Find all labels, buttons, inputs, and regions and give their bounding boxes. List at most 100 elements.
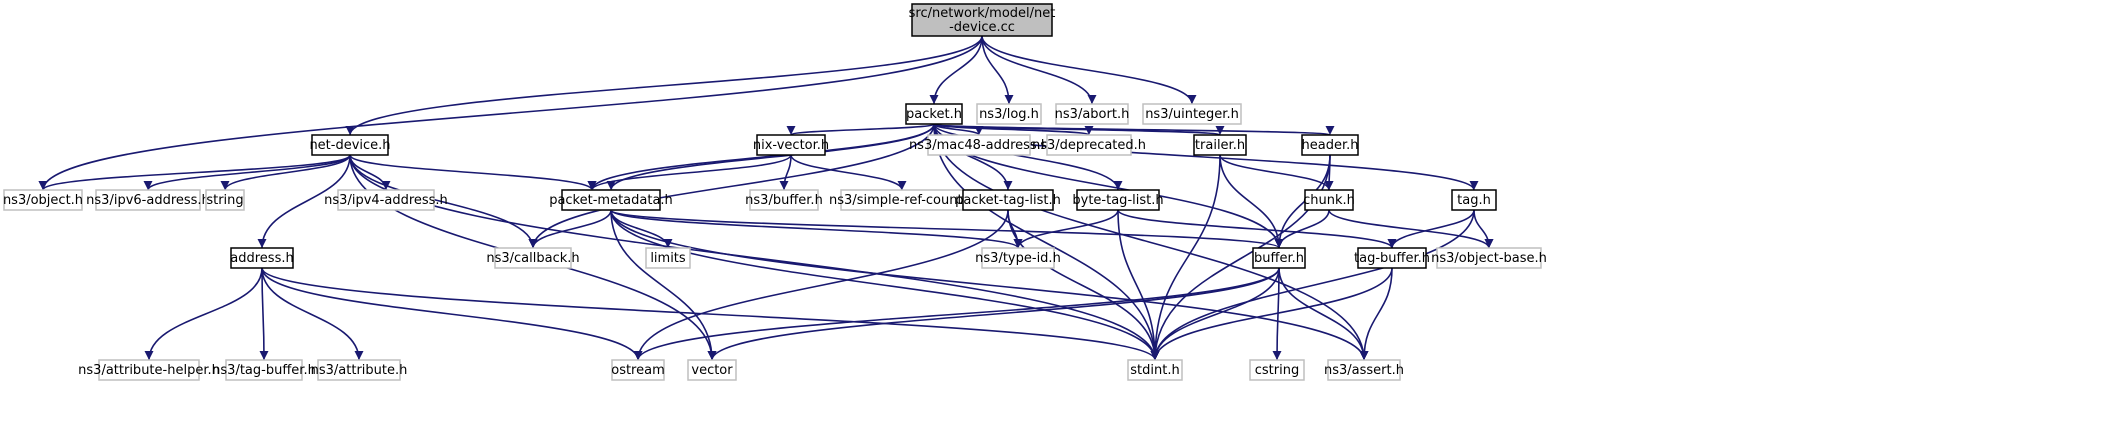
node-pkttaglist[interactable]: packet-tag-list.h [955, 189, 1061, 211]
node-abort: ns3/abort.h [1055, 103, 1129, 125]
edge-netdevice-to-callback [349, 154, 538, 249]
node-tagbuffer-label: tag-buffer.h [1354, 251, 1430, 266]
edge-bytetaglist-to-tagbuffer [1117, 209, 1397, 249]
node-header-label: header.h [1302, 138, 1359, 153]
node-root-label: src/network/model/net-device.cc [909, 6, 1056, 35]
node-log-box [976, 103, 1042, 125]
node-trailer[interactable]: trailer.h [1193, 134, 1247, 156]
node-attrhelper: ns3/attribute-helper.h [78, 359, 220, 381]
node-bufferns3: ns3/buffer.h [745, 189, 823, 211]
edge-packet-to-nixvector [786, 123, 935, 136]
node-header[interactable]: header.h [1301, 134, 1359, 156]
node-tagbufferns3-box [225, 359, 303, 381]
node-bytetaglist-label: byte-tag-list.h [1072, 193, 1163, 208]
node-netdevice-box [311, 134, 389, 156]
node-netdevice[interactable]: net-device.h [309, 134, 391, 156]
edge-trailer-to-stdint [1150, 154, 1221, 361]
node-cstring-label: cstring [1255, 363, 1299, 378]
node-deprecated: ns3/deprecated.h [1032, 134, 1146, 156]
edge-root-to-log [981, 35, 1014, 105]
node-simpleref: ns3/simple-ref-count.h [829, 189, 975, 211]
node-cstring: cstring [1249, 359, 1305, 381]
node-attrhelper-label: ns3/attribute-helper.h [78, 363, 220, 378]
node-tag-label: tag.h [1457, 193, 1491, 208]
edge-trailer-to-chunk [1219, 154, 1334, 191]
node-objectbase-box [1436, 247, 1542, 269]
edge-pktmeta-to-stdint [610, 209, 1160, 361]
node-buffer-label: buffer.h [1254, 251, 1304, 266]
node-chunk-label: chunk.h [1303, 193, 1355, 208]
edge-packet-to-bytetaglist [933, 123, 1123, 191]
edge-pktmeta-to-typeid [610, 209, 1023, 249]
edge-pktmeta-to-nsassert [610, 209, 1369, 361]
node-address-label: address.h [230, 251, 293, 266]
node-trailer-label: trailer.h [1195, 138, 1245, 153]
edge-pktmeta-to-buffer [610, 209, 1284, 249]
node-chunk[interactable]: chunk.h [1303, 189, 1355, 211]
node-nsassert-box [1327, 359, 1401, 381]
edge-pkttaglist-to-typeid [1007, 209, 1023, 249]
node-pktmeta-box [561, 189, 661, 211]
node-stdint-label: stdint.h [1130, 363, 1179, 378]
node-pktmeta[interactable]: packet-metadata.h [549, 189, 673, 211]
edge-packet-to-tag [933, 123, 1479, 191]
edge-netdevice-to-ptr [349, 154, 597, 191]
node-stdint-box [1127, 359, 1183, 381]
node-tagbuffer[interactable]: tag-buffer.h [1354, 247, 1430, 269]
node-callback-label: ns3/callback.h [486, 251, 579, 266]
node-attribute: ns3/attribute.h [311, 359, 407, 381]
edge-pktmeta-to-callback [528, 209, 612, 249]
node-typeid-box [981, 247, 1055, 269]
edge-nixvector-to-bufferns3 [779, 154, 792, 191]
node-ostream-label: ostream [611, 363, 665, 378]
node-ipv6: ns3/ipv6-address.h [86, 189, 210, 211]
node-ostream: ostream [611, 359, 665, 381]
node-root[interactable]: src/network/model/net-device.cc [909, 3, 1056, 37]
node-deprecated-box [1046, 134, 1132, 156]
node-buffer[interactable]: buffer.h [1252, 247, 1306, 269]
node-mac48-label: ns3/mac48-address.h [909, 138, 1049, 153]
edge-buffer-to-ostream [633, 267, 1280, 361]
node-limits-label: limits [650, 251, 686, 266]
node-attrhelper-box [98, 359, 200, 381]
edge-address-to-attribute [261, 267, 364, 361]
node-bufferns3-label: ns3/buffer.h [745, 193, 823, 208]
edge-chunk-to-buffer [1274, 209, 1330, 249]
node-objectbase: ns3/object-base.h [1431, 247, 1547, 269]
node-header-box [1301, 134, 1359, 156]
edge-bytetaglist-to-typeid [1013, 209, 1119, 249]
node-netdevice-label: net-device.h [309, 138, 390, 153]
node-uinteger-box [1142, 103, 1242, 125]
node-bytetaglist[interactable]: byte-tag-list.h [1072, 189, 1164, 211]
edge-tag-to-objectbase [1473, 209, 1494, 249]
node-nsassert: ns3/assert.h [1324, 359, 1404, 381]
edge-address-to-attrhelper [144, 267, 263, 361]
node-nsassert-label: ns3/assert.h [1324, 363, 1404, 378]
node-attribute-box [317, 359, 401, 381]
node-typeid: ns3/type-id.h [975, 247, 1061, 269]
edge-packet-to-header [933, 123, 1334, 136]
node-tag[interactable]: tag.h [1451, 189, 1497, 211]
node-deprecated-label: ns3/deprecated.h [1032, 138, 1146, 153]
edge-netdevice-to-ipv6 [143, 154, 351, 191]
edge-nixvector-to-ptr [587, 154, 792, 191]
edge-buffer-to-nsassert [1278, 267, 1369, 361]
node-tagbufferns3: ns3/tag-buffer.h [212, 359, 316, 381]
edge-root-to-packet [929, 35, 983, 105]
node-bufferns3-box [749, 189, 819, 211]
node-trailer-box [1193, 134, 1247, 156]
edge-buffer-to-vector [707, 267, 1280, 361]
node-address[interactable]: address.h [230, 247, 294, 269]
node-tagbufferns3-label: ns3/tag-buffer.h [212, 363, 316, 378]
node-nixvector[interactable]: nix-vector.h [753, 134, 829, 156]
node-nixvector-box [756, 134, 826, 156]
edge-root-to-uinteger [981, 35, 1197, 105]
edge-nixvector-to-simpleref [790, 154, 907, 191]
node-cstring-box [1249, 359, 1305, 381]
node-uinteger: ns3/uinteger.h [1142, 103, 1242, 125]
node-bytetaglist-box [1076, 189, 1160, 211]
node-packet[interactable]: packet.h [905, 103, 963, 125]
node-tagbuffer-box [1357, 247, 1427, 269]
node-layer: src/network/model/net-device.cc packet.h n… [3, 3, 1547, 381]
